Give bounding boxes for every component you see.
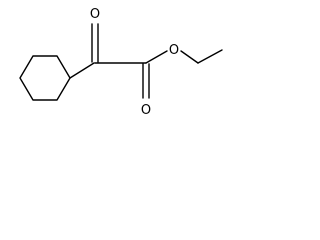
ketone-oxygen-label: O (90, 7, 100, 22)
cyclohexane-ring (19, 55, 71, 101)
ester-ether-oxygen-label: O (169, 43, 179, 58)
ester-carbonyl-oxygen-label: O (141, 103, 151, 118)
bond-ester-carbon-to-oxygen (145, 50, 168, 64)
bond-oxygen-to-ch2 (180, 50, 199, 64)
structure-canvas: O O O (0, 0, 248, 131)
molecule-drawing: O O O (19, 7, 223, 118)
bond-ch2-to-ch3 (197, 49, 223, 64)
bond-ring-to-ketone-carbon (69, 62, 95, 79)
